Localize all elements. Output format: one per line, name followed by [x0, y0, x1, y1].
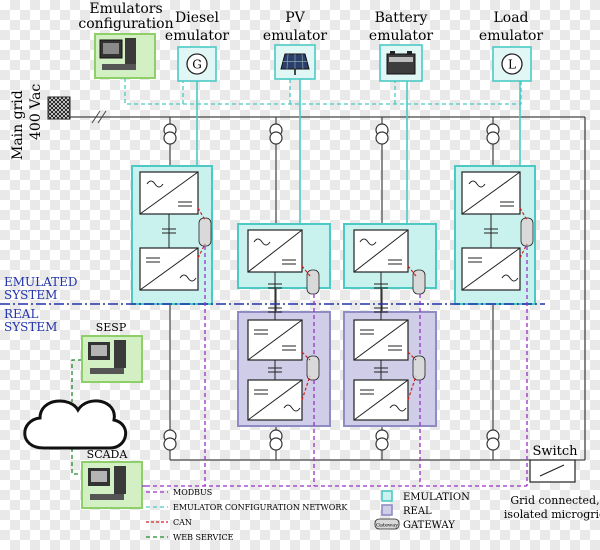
transformer-icons-bottom: [163, 429, 500, 451]
sesp-label: SESP: [96, 321, 127, 334]
emulators-config-label-line1: Emulators: [89, 1, 162, 17]
generator-icon-label: G: [192, 58, 202, 72]
main-grid-label-line2: 400 Vac: [28, 84, 44, 140]
battery-label-line2: emulator: [369, 28, 433, 44]
switch-caption-line2: isolated microgrid: [504, 508, 600, 521]
generator-icon: [186, 53, 208, 75]
transformer-icons-top: [163, 123, 500, 145]
real-system-label-line1: REAL: [4, 307, 38, 321]
modbus-network: [146, 246, 528, 487]
emulator-power-links: [196, 79, 521, 226]
diesel-label-line2: emulator: [165, 28, 229, 44]
bus-break-mark: [91, 110, 101, 124]
legend-real-text: REAL: [403, 506, 432, 517]
emulated-system-label-line1: EMULATED: [4, 275, 78, 289]
legend: MODBUS EMULATOR CONFIGURATION NETWORK CA…: [146, 488, 470, 542]
solar-panel-icon: [280, 53, 310, 75]
pv-label-line1: PV: [285, 10, 305, 26]
battery-icon: [386, 51, 416, 75]
keyboard-icon: [102, 64, 136, 70]
legend-modbus-text: MODBUS: [173, 488, 212, 497]
sesp-screen-icon: [91, 345, 107, 356]
switch-box: [529, 459, 576, 483]
real-system-label-line2: SYSTEM: [4, 320, 57, 334]
legend-web-service-text: WEB SERVICE: [173, 533, 234, 542]
sesp-keyboard-icon: [90, 368, 124, 374]
legend-gateway-swatch-text: Gateway: [376, 523, 398, 529]
legend-emulation-swatch: [381, 490, 393, 502]
scada-screen-icon: [91, 471, 107, 482]
load-label-line1: Load: [493, 10, 528, 26]
emulator-config-network: [124, 78, 522, 105]
scada-keyboard-icon: [90, 494, 124, 500]
load-icon-label: L: [508, 58, 516, 72]
can-links: [197, 207, 528, 401]
legend-emulation-text: EMULATION: [403, 492, 470, 503]
cloud-icon: [23, 399, 127, 450]
switch-caption-line1: Grid connected,: [510, 494, 599, 507]
diesel-label-line1: Diesel: [175, 10, 219, 26]
sesp-tower-icon: [114, 340, 126, 368]
legend-gateway-swatch: [374, 518, 400, 530]
computer-screen-icon: [103, 43, 119, 54]
pv-label-line2: emulator: [263, 28, 327, 44]
switch-symbol-icon: [539, 464, 565, 477]
legend-gateway-text: GATEWAY: [403, 520, 455, 531]
load-label-line2: emulator: [479, 28, 543, 44]
legend-can-text: CAN: [173, 518, 192, 527]
main-grid-label-line1: Main grid: [10, 90, 26, 160]
emulators-config-label-line2: configuration: [78, 16, 173, 32]
converter-symbols: [139, 171, 521, 421]
legend-real-swatch: [381, 504, 393, 516]
load-icon: [501, 53, 523, 75]
web-service-link: [71, 359, 82, 475]
computer-tower-icon: [125, 38, 136, 64]
scada-tower-icon: [114, 466, 126, 494]
emulated-system-label-line2: SYSTEM: [4, 288, 57, 302]
switch-label: Switch: [532, 444, 578, 459]
scada-label: SCADA: [87, 448, 129, 461]
main-grid-icon: [47, 96, 71, 120]
bus-break-mark: [97, 110, 107, 124]
battery-label-line1: Battery: [375, 10, 428, 26]
legend-emulator-network-text: EMULATOR CONFIGURATION NETWORK: [173, 503, 348, 512]
gateway-badges: [198, 217, 534, 381]
